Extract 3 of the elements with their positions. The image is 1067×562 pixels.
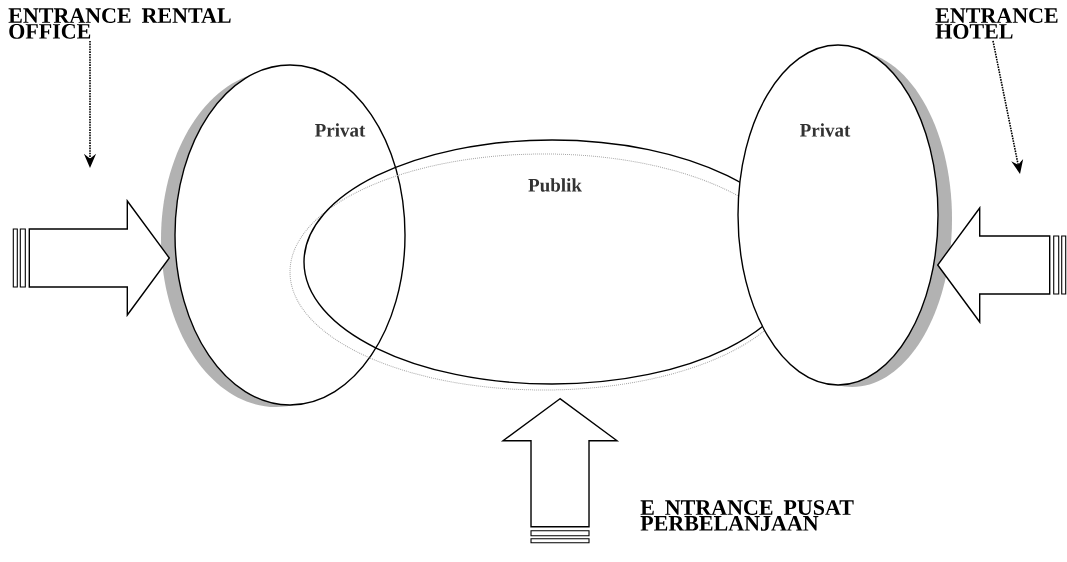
entrance-label: ENTRANCE RENTAL OFFICE (8, 8, 231, 39)
entrance-label: E NTRANCE PUSAT PERBELANJAAN (640, 500, 854, 531)
entrance-label: ENTRANCE HOTEL (935, 8, 1058, 39)
